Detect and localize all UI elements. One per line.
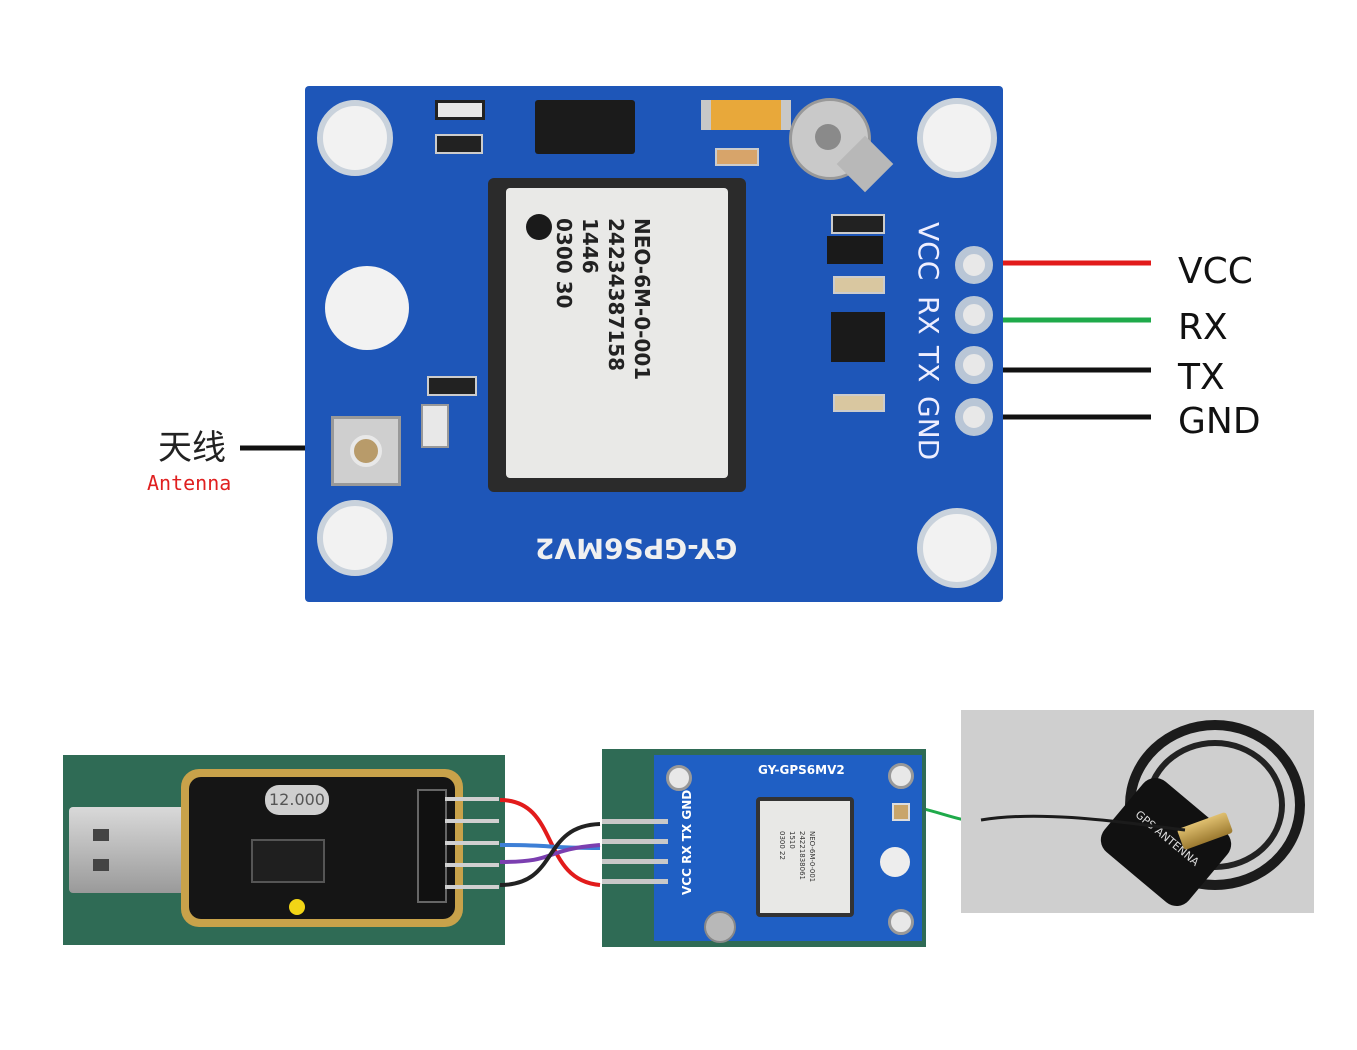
smd-capacitor: [715, 148, 759, 166]
crystal-label: 12.000: [269, 790, 325, 809]
crystal-oscillator: 12.000: [265, 785, 329, 815]
jumper-red: [499, 798, 601, 887]
backup-battery: [785, 94, 894, 194]
small-hole-mid: [880, 847, 910, 877]
smd-capacitor-3: [833, 394, 885, 412]
yellow-jumper: [289, 899, 305, 915]
smd-resistor-left: [427, 376, 477, 396]
pin-wires: [240, 260, 1151, 451]
usb-ttl-adapter-photo: 12.000: [63, 755, 505, 945]
antenna-label-cn: 天线: [158, 428, 226, 468]
small-module-pins: [602, 819, 668, 891]
pin-pad-tx: [955, 346, 993, 384]
small-battery: [704, 911, 736, 943]
small-gps-module-photo: GY-GPS6MV2 NEO-6M-0-001 24221838061 1510…: [602, 749, 926, 947]
small-hole-tr: [888, 763, 914, 789]
gps-antenna-photo: GPS ANTENNA: [961, 710, 1314, 913]
mounting-hole-middle-left: [325, 266, 409, 350]
mounting-hole-top-left: [317, 100, 393, 176]
small-board-label: GY-GPS6MV2: [758, 763, 845, 777]
pin1-dot: [526, 214, 552, 240]
smd-transistor: [827, 236, 883, 264]
smd-inductor-left: [421, 404, 449, 448]
smd-diode: [831, 214, 885, 234]
eeprom-chip: [527, 100, 643, 154]
mounting-hole-bottom-left: [317, 500, 393, 576]
ufl-antenna-connector: [331, 416, 401, 486]
neo-6m-module: NEO-6M-0-001 24234387158 1446 0300 30: [476, 178, 758, 492]
pin-label-rx: RX: [1178, 307, 1228, 348]
small-ufl-connector: [892, 803, 910, 821]
pin-pad-gnd: [955, 398, 993, 436]
tantalum-capacitor: [701, 100, 791, 130]
gps-module-board: NEO-6M-0-001 24234387158 1446 0300 30 VC…: [305, 86, 1003, 602]
antenna-lead: [980, 814, 1186, 832]
led-component: [435, 100, 485, 120]
small-pin-silkscreen: VCC RX TX GND: [680, 789, 694, 895]
small-chip-line-1: NEO-6M-0-001: [808, 831, 816, 883]
mounting-hole-bottom-right: [917, 508, 997, 588]
usb-adapter-pcb: 12.000: [181, 769, 463, 927]
small-chip-line-4: 0300 22: [778, 831, 786, 860]
pin-label-gnd: GND: [1178, 401, 1261, 442]
adapter-pins: [445, 797, 499, 891]
jumper-black: [499, 822, 601, 887]
voltage-regulator: [831, 312, 885, 362]
small-hole-br: [888, 909, 914, 935]
small-board: GY-GPS6MV2 NEO-6M-0-001 24221838061 1510…: [654, 755, 922, 943]
small-neo-module: NEO-6M-0-001 24221838061 1510 0300 22: [756, 797, 854, 917]
pin-pad-vcc: [955, 246, 993, 284]
neo-6m-shield: NEO-6M-0-001 24234387158 1446 0300 30: [506, 188, 728, 478]
antenna-label-en: Antenna: [147, 471, 232, 495]
pin-pad-rx: [955, 296, 993, 334]
pin-label-vcc: VCC: [1178, 251, 1253, 292]
small-chip-line-3: 1510: [788, 831, 796, 849]
ch340-chip: [251, 839, 325, 883]
smd-capacitor-2: [833, 276, 885, 294]
resistor-component: [435, 134, 483, 154]
mounting-hole-top-right: [917, 98, 997, 178]
small-hole-tl: [666, 765, 692, 791]
pin-label-tx: TX: [1178, 357, 1225, 398]
small-chip-line-2: 24221838061: [798, 831, 806, 880]
